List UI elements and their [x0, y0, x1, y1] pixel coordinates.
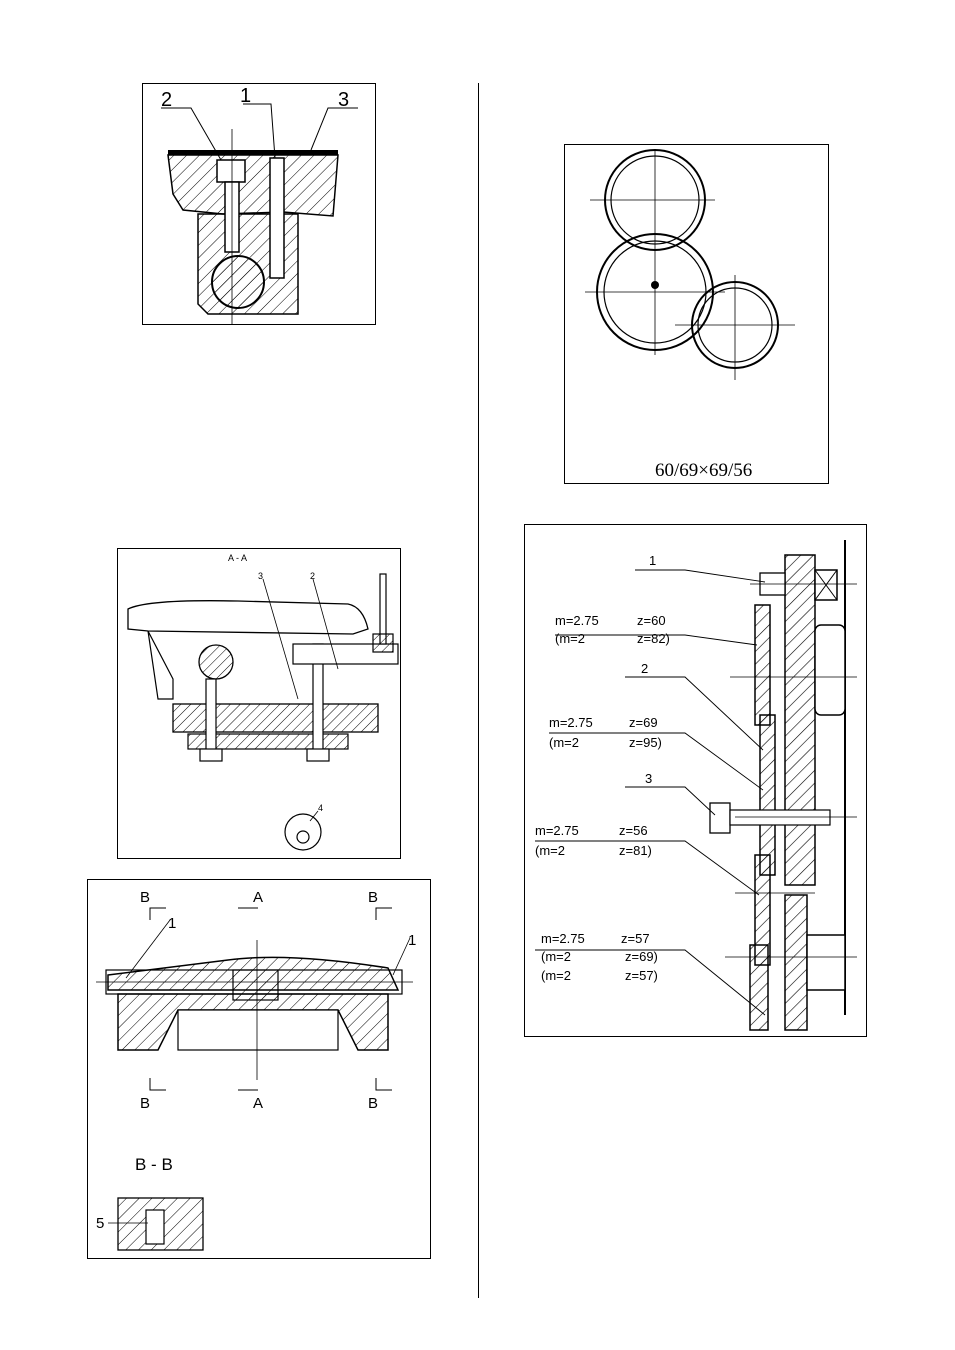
pin	[270, 158, 284, 278]
shaft	[212, 256, 264, 308]
spec4-teeth: z=57	[621, 931, 650, 946]
saddle-body	[173, 704, 378, 732]
callout-3: 3	[645, 771, 652, 786]
callout-3: 3	[258, 571, 263, 581]
gear-train-drawing: 1 2 3 m=2.75 z=60 (m=2 z=82) m=2.75 z=69…	[525, 525, 867, 1037]
callout-1-left: 1	[168, 915, 176, 932]
mark-b-top-right: B	[368, 889, 378, 906]
callout-4: 4	[318, 803, 323, 813]
figure-gear-layout: 60/69×69/56	[564, 144, 829, 484]
spec1-teeth: z=60	[637, 613, 666, 628]
figure-gear-train-section: 1 2 3 m=2.75 z=60 (m=2 z=82) m=2.75 z=69…	[524, 524, 867, 1037]
spec3-alt-module: (m=2	[535, 843, 565, 858]
figure-section-a-a: A - A 3 2 4	[117, 548, 401, 859]
gear-layout-drawing	[565, 145, 829, 484]
callout-1: 1	[240, 85, 251, 107]
mark-a-top: A	[253, 889, 263, 906]
table-section-drawing: B A B B A B 1 1 B - B 5	[88, 880, 431, 1259]
pivot-pin	[651, 281, 659, 289]
spec4-alt-module: (m=2	[541, 949, 571, 964]
callout-1-right: 1	[408, 932, 416, 949]
spec1-module: m=2.75	[555, 613, 599, 628]
gear-z69	[760, 715, 775, 875]
figure-table-section-b-b: B A B B A B 1 1 B - B 5	[87, 879, 431, 1259]
callout-2: 2	[310, 571, 315, 581]
figure-clamp-section: 2 1 3	[142, 83, 376, 325]
spec1-alt-module: (m=2	[555, 631, 585, 646]
gear-z57-a	[750, 945, 768, 1030]
spec2-module: m=2.75	[549, 715, 593, 730]
hub	[815, 625, 845, 715]
gear-z57-b	[785, 895, 807, 1030]
spec4-alt-teeth-2: z=57)	[625, 968, 658, 983]
bolt-head	[217, 160, 245, 182]
mark-a-bottom: A	[253, 1095, 263, 1112]
mark-b-bottom-left: B	[140, 1095, 150, 1112]
callout-5: 5	[96, 1215, 104, 1232]
section-a-a-drawing: A - A 3 2 4	[118, 549, 401, 859]
mark-b-bottom-right: B	[368, 1095, 378, 1112]
callout-1: 1	[649, 553, 656, 568]
spec1-alt-teeth: z=82)	[637, 631, 670, 646]
spec2-alt-teeth: z=95)	[629, 735, 662, 750]
callout-2: 2	[161, 89, 172, 111]
spec4-alt-module-2: (m=2	[541, 968, 571, 983]
spec4-alt-teeth: z=69)	[625, 949, 658, 964]
spec3-module: m=2.75	[535, 823, 579, 838]
top-plate-body	[168, 155, 338, 216]
detail-b-b-label: B - B	[135, 1155, 173, 1174]
spec2-teeth: z=69	[629, 715, 658, 730]
callout-3: 3	[338, 89, 349, 111]
column-divider	[478, 83, 479, 1298]
quadrant-plate	[785, 555, 815, 885]
table-top	[128, 601, 368, 634]
clamp-section-drawing: 2 1 3	[143, 84, 376, 325]
mark-b-top-left: B	[140, 889, 150, 906]
spec4-module: m=2.75	[541, 931, 585, 946]
section-label: A - A	[228, 553, 247, 563]
gear-ratio-caption: 60/69×69/56	[655, 460, 752, 482]
spec2-alt-module: (m=2	[549, 735, 579, 750]
spec3-alt-teeth: z=81)	[619, 843, 652, 858]
callout-2: 2	[641, 661, 648, 676]
gear-z60	[755, 605, 770, 725]
spec3-teeth: z=56	[619, 823, 648, 838]
clamp-shaft	[199, 645, 233, 679]
